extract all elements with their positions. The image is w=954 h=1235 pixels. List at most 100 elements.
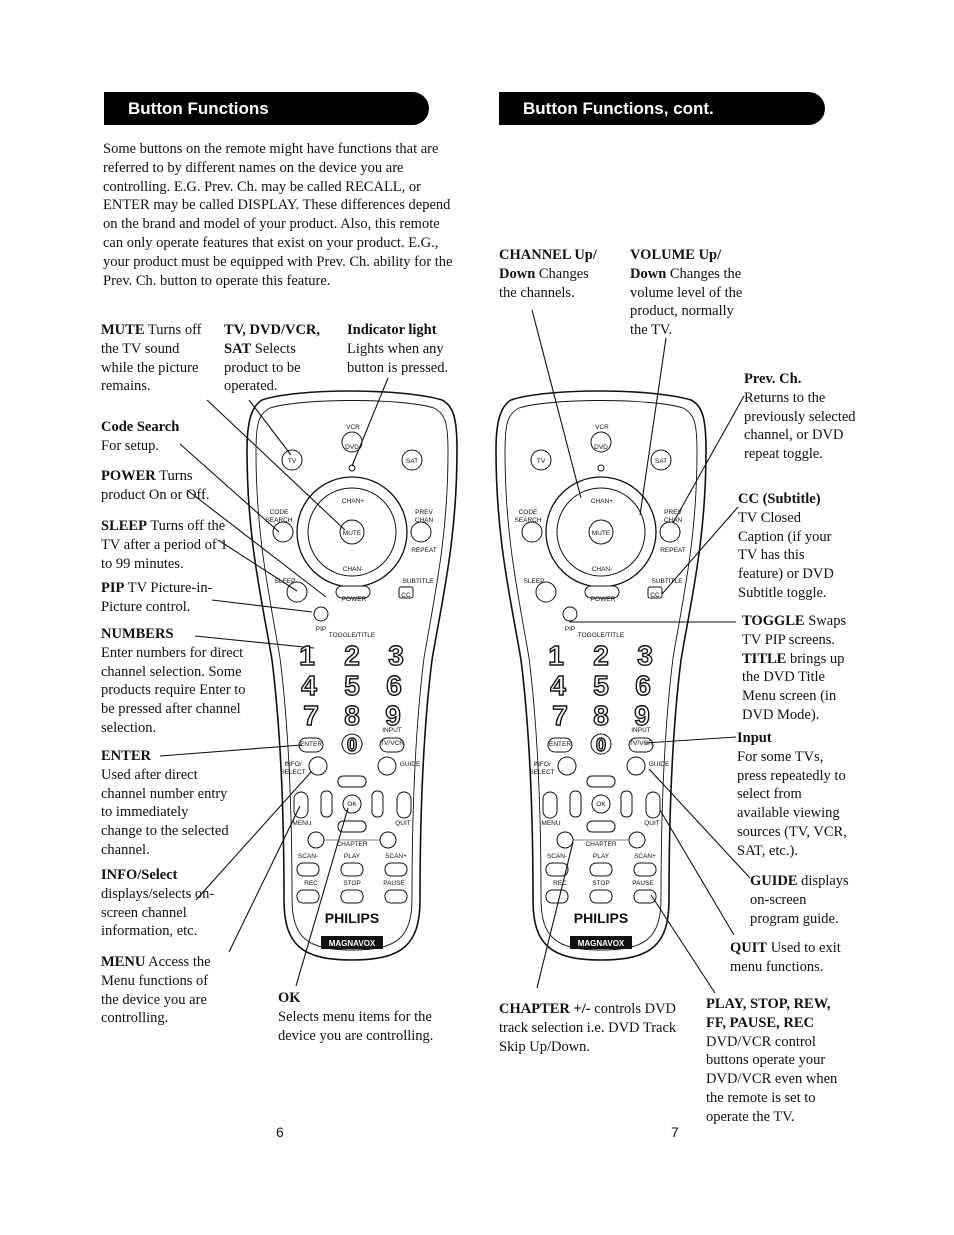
lbl-guide: GUIDE — [400, 761, 421, 768]
lbl-pip: PIP — [316, 626, 326, 633]
intro-paragraph: Some buttons on the remote might have fu… — [103, 141, 453, 289]
lbl-digit-8-r: 8 — [593, 700, 609, 731]
lbl-digit-7-r: 7 — [552, 700, 568, 731]
lbl-dvd: DVD — [345, 444, 359, 451]
lbl-toggle-title: TOGGLE/TITLE — [329, 632, 376, 639]
lbl-rec: REC — [304, 880, 318, 887]
lbl-cc-r: CC — [650, 592, 660, 599]
lbl-select-r: SELECT — [529, 769, 554, 776]
callout-channel: CHANNEL Up/ Down Changes the channels. — [499, 247, 597, 301]
lbl-chapter-r: CHAPTER — [585, 841, 616, 848]
callout-volume: VOLUME Up/ Down Changes the volume level… — [630, 247, 743, 339]
callout-power: POWER Turns product On or Off. — [101, 468, 210, 503]
lbl-digit-6: 6 — [386, 670, 402, 701]
lbl-digit-5: 5 — [344, 670, 360, 701]
lbl-chan-up: CHAN+ — [342, 498, 364, 505]
lbl-menu: MENU — [292, 820, 311, 827]
right-section-header: Button Functions, cont. — [499, 92, 825, 125]
lbl-pause: PAUSE — [383, 880, 405, 887]
lbl-guide-r: GUIDE — [649, 761, 670, 768]
lbl-digit-7: 7 — [303, 700, 319, 731]
lbl-digit-1-r: 1 — [548, 640, 564, 671]
lbl-play: PLAY — [344, 853, 361, 860]
lbl-sat-r: SAT — [655, 458, 667, 465]
callout-sleep: SLEEP Turns off the TV after a period of… — [101, 518, 228, 572]
lbl-stop-r: STOP — [592, 880, 610, 887]
lbl-scan-minus: SCAN- — [298, 853, 318, 860]
lbl-search-r: SEARCH — [514, 517, 541, 524]
lbl-digit-0: 0 — [347, 735, 357, 755]
lbl-digit-3: 3 — [388, 640, 404, 671]
lbl-philips-r: PHILIPS — [574, 910, 628, 926]
lbl-repeat: REPEAT — [411, 547, 437, 554]
callout-chapter: CHAPTER +/- controls DVD track selection… — [499, 1001, 677, 1055]
lbl-vcr-r: VCR — [595, 424, 609, 431]
lbl-subtitle: SUBTITLE — [402, 578, 434, 585]
lbl-digit-6-r: 6 — [635, 670, 651, 701]
lbl-menu-r: MENU — [541, 820, 560, 827]
lbl-magnavox-r: MAGNAVOX — [578, 939, 625, 948]
lbl-scan-plus-r: SCAN+ — [634, 853, 656, 860]
lbl-chapter: CHAPTER — [336, 841, 367, 848]
lbl-select: SELECT — [280, 769, 305, 776]
lbl-input-r: INPUT — [631, 727, 651, 734]
callout-quit: QUIT Used to exit menu functions. — [730, 940, 841, 975]
lbl-vcr: VCR — [346, 424, 360, 431]
callout-pip: PIP TV Picture-in-Picture control. — [101, 580, 213, 615]
lbl-tv: TV — [288, 458, 297, 465]
lbl-quit: QUIT — [395, 820, 411, 827]
lbl-digit-3-r: 3 — [637, 640, 653, 671]
lbl-subtitle-r: SUBTITLE — [651, 578, 683, 585]
lbl-quit-r: QUIT — [644, 820, 660, 827]
lbl-chan-r: CHAN — [664, 517, 683, 524]
lbl-input: INPUT — [382, 727, 402, 734]
lbl-code: CODE — [270, 509, 289, 516]
lbl-stop: STOP — [343, 880, 361, 887]
callout-menu: MENU Access the Menu functions of the de… — [101, 954, 211, 1027]
lbl-dvd-r: DVD — [594, 444, 608, 451]
lbl-code-r: CODE — [519, 509, 538, 516]
lbl-mute: MUTE — [343, 530, 362, 537]
lbl-info-r: INFO/ — [533, 761, 551, 768]
lbl-pip-r: PIP — [565, 626, 575, 633]
lbl-rec-r: REC — [553, 880, 567, 887]
lbl-scan-plus: SCAN+ — [385, 853, 407, 860]
lbl-search: SEARCH — [265, 517, 292, 524]
lbl-play-r: PLAY — [593, 853, 610, 860]
lbl-ok: OK — [347, 801, 357, 808]
lbl-prev: PREV — [415, 509, 433, 516]
lbl-digit-1: 1 — [299, 640, 315, 671]
callout-prev-ch: Prev. Ch.Returns to the previously selec… — [744, 371, 856, 463]
lbl-sleep: SLEEP — [275, 578, 296, 585]
callout-mute: MUTE Turns off the TV sound while the pi… — [101, 322, 202, 395]
lbl-digit-9: 9 — [385, 700, 401, 731]
left-section-header: Button Functions — [104, 92, 429, 125]
lbl-ok-r: OK — [596, 801, 606, 808]
lbl-chan-down: CHAN- — [343, 566, 364, 573]
lbl-pause-r: PAUSE — [632, 880, 654, 887]
lbl-philips: PHILIPS — [325, 910, 379, 926]
callout-cc: CC (Subtitle)TV Closed Caption (if your … — [738, 491, 834, 601]
lbl-tvvcr: TV/VCR — [380, 740, 404, 747]
lbl-power-r: POWER — [591, 596, 616, 603]
lbl-digit-9-r: 9 — [634, 700, 650, 731]
lbl-cc: CC — [401, 592, 411, 599]
lbl-digit-2-r: 2 — [593, 640, 609, 671]
callout-tv-dvd-sat: TV, DVD/VCR, SAT Selects product to be o… — [224, 322, 321, 395]
callout-guide: GUIDE displays on-screen program guide. — [750, 873, 849, 927]
lbl-power: POWER — [342, 596, 367, 603]
lbl-mute-r: MUTE — [592, 530, 611, 537]
lbl-sat: SAT — [406, 458, 418, 465]
lbl-toggle-title-r: TOGGLE/TITLE — [578, 632, 625, 639]
lbl-digit-4: 4 — [301, 670, 317, 701]
lbl-tv-r: TV — [537, 458, 546, 465]
